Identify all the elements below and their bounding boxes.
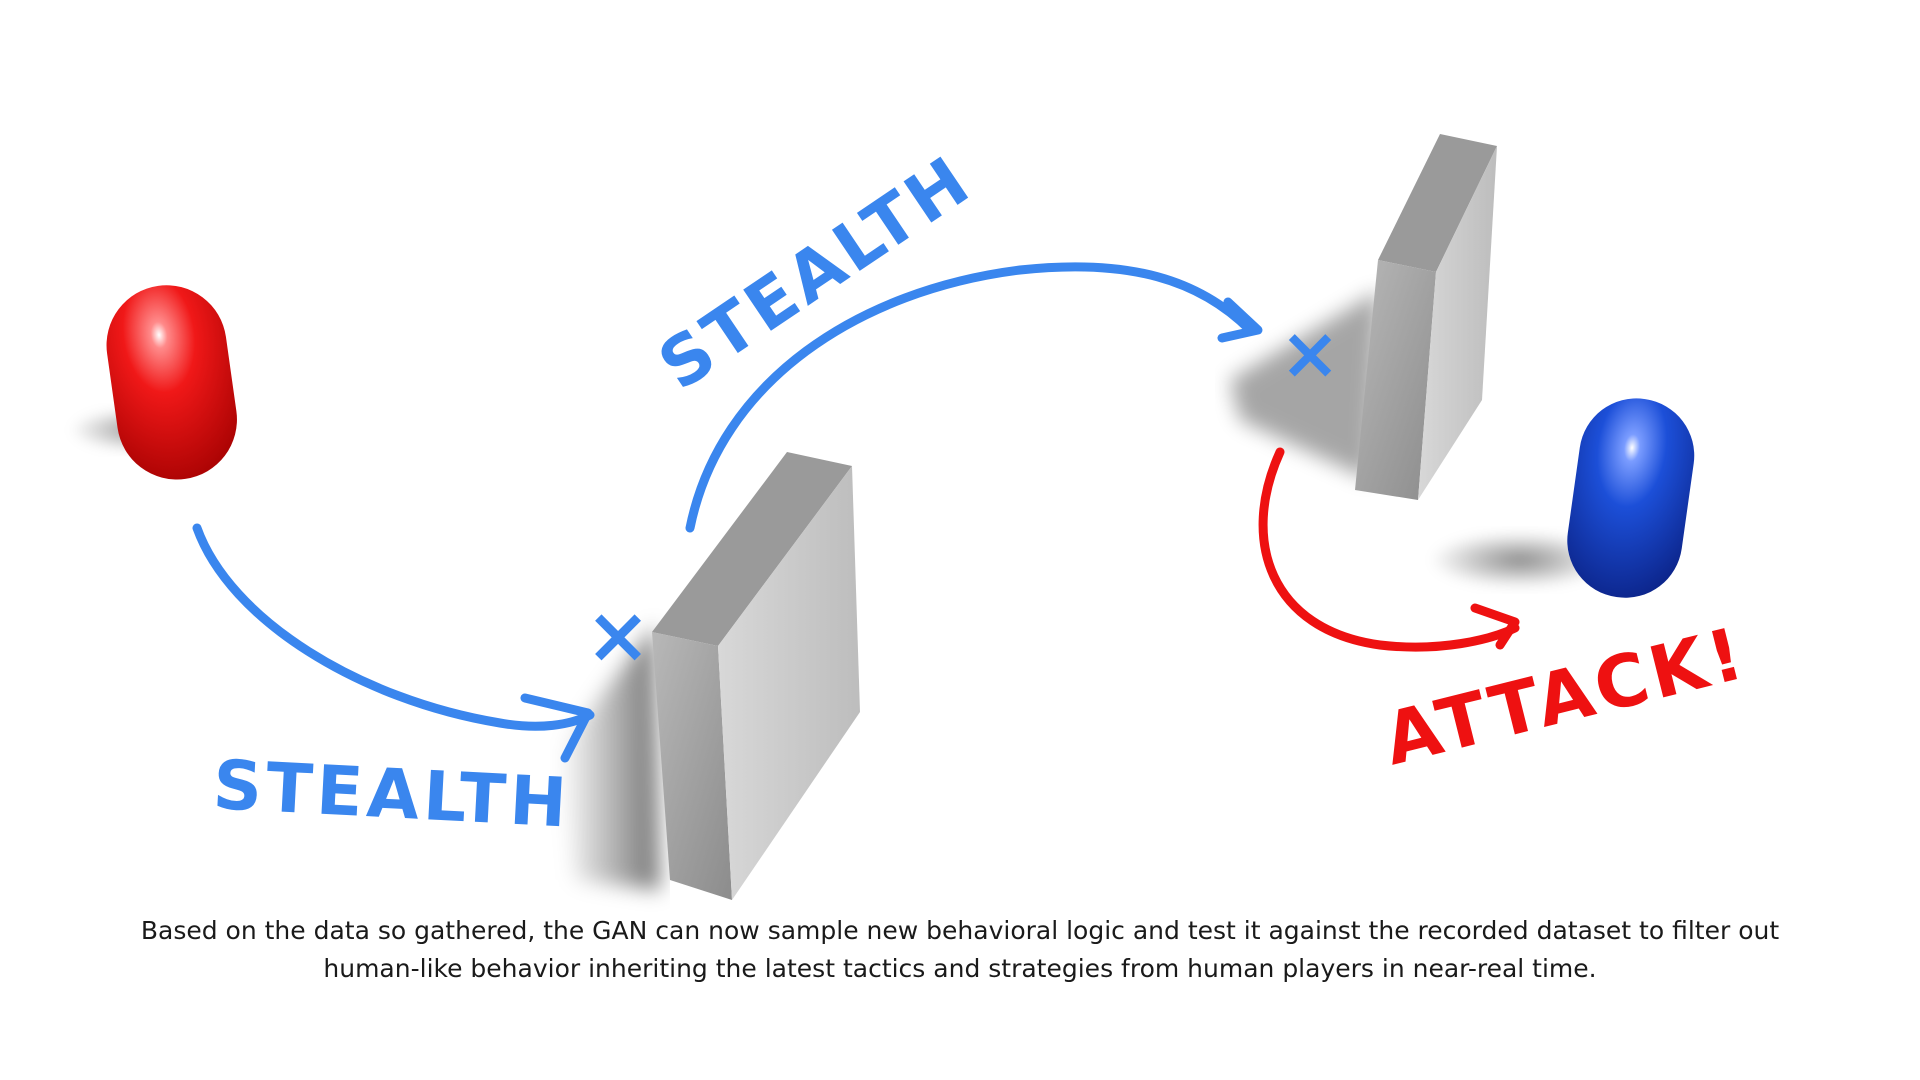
- stealth-path-1: [192, 523, 595, 763]
- wall-2-shadow: [1230, 290, 1380, 480]
- stealth-label-1: STEALTH: [211, 746, 572, 844]
- waypoint-1-marker: ×: [585, 591, 650, 681]
- stealth-path-2: [685, 262, 1263, 533]
- red-agent: [106, 285, 237, 480]
- attack-label: ATTACK!: [1376, 611, 1755, 782]
- caption: Based on the data so gathered, the GAN c…: [140, 916, 1780, 983]
- wall-1: [652, 452, 860, 900]
- stealth-label-2: STEALTH: [645, 141, 986, 407]
- waypoint-2-marker: ×: [1280, 311, 1340, 395]
- blue-agent: [1567, 398, 1695, 598]
- attack-path: [1258, 447, 1520, 652]
- wall-1-shadow: [560, 625, 660, 890]
- wall-2: [1355, 134, 1497, 500]
- blue-agent-shadow: [1430, 532, 1610, 588]
